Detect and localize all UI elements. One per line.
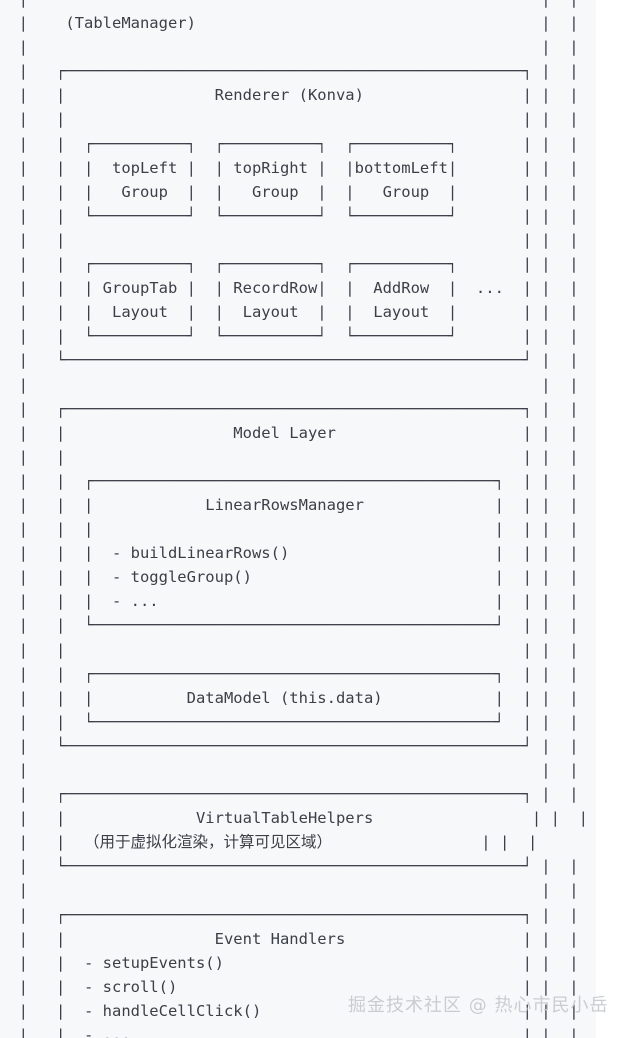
ascii-diagram-canvas: | | | | (TableManager) | | | | | | ┌────… <box>18 0 588 1038</box>
architecture-ascii-diagram: | | | | (TableManager) | | | | | | ┌────… <box>18 0 588 1038</box>
